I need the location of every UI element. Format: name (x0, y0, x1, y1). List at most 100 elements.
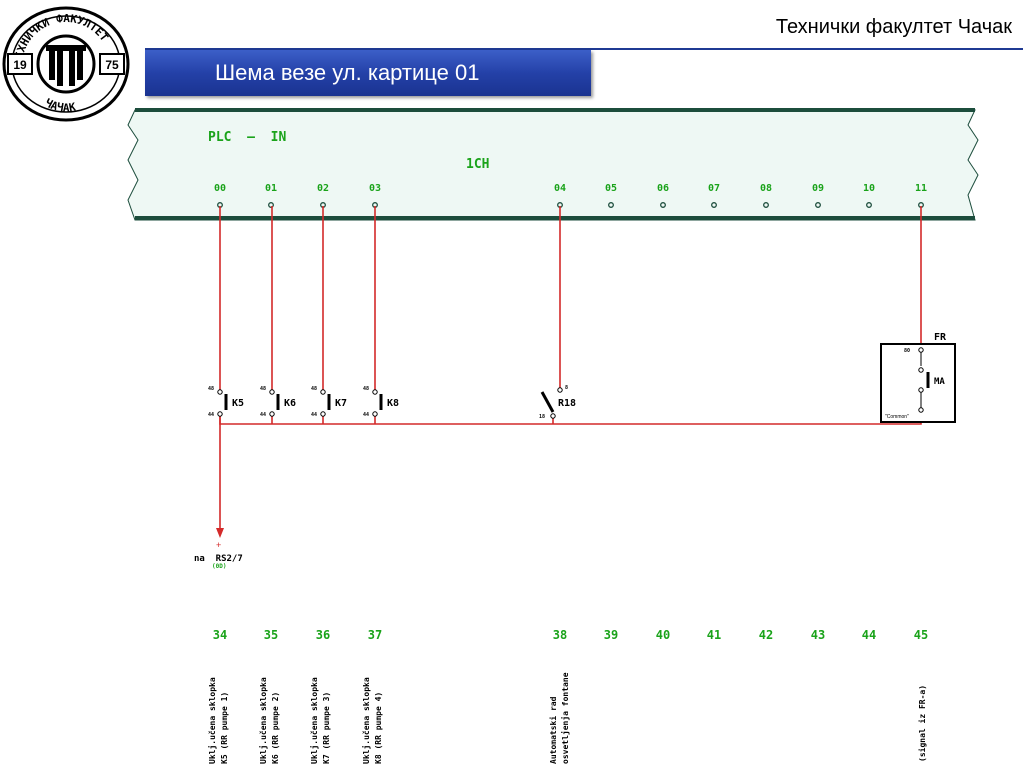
plc-channel: 1CH (466, 157, 489, 172)
plc-input-terminal (608, 202, 614, 208)
plc-input-terminal (268, 202, 274, 208)
logo-year-right: 75 (105, 58, 119, 72)
terminal-number: 40 (656, 628, 670, 642)
connector-text: na RS2/7 (194, 554, 243, 564)
logo-year-left: 19 (13, 58, 27, 72)
plc-input-label: 05 (605, 183, 617, 194)
plc-input-label: 11 (915, 183, 927, 194)
connector-sub: (0D) (212, 563, 226, 570)
switch-label: R18 (558, 398, 576, 409)
plc-input-label: 02 (317, 183, 329, 194)
title-banner: Шема везе ул. картице 01 (145, 50, 591, 96)
desc-37: Uklj.učena sklopka K8 (RR pumpe 4) (361, 677, 383, 764)
plc-input-terminal (815, 202, 821, 208)
faculty-logo: ТЕХНИЧКИ ФАКУЛТЕТ ЧАЧАК 19 75 (2, 6, 130, 122)
plc-input-label: 10 (863, 183, 875, 194)
plc-label: PLC – IN (208, 130, 286, 145)
slide-title: Шема везе ул. картице 01 (215, 60, 480, 85)
switch-pin-bottom: 18 (539, 414, 545, 420)
plc-input-terminal (866, 202, 872, 208)
svg-text:Uklj.učena sklopka: Uklj.učena sklopka (207, 677, 217, 764)
contact-k5: 48 44 K5 (208, 386, 244, 418)
contact-pin-top: 48 (208, 386, 214, 392)
contact-pin (320, 389, 326, 395)
contact-pin-bottom: 44 (363, 412, 369, 418)
svg-text:Automatski rad: Automatski rad (548, 696, 558, 764)
svg-text:Uklj.učena sklopka: Uklj.učena sklopka (258, 677, 268, 764)
desc-34: Uklj.učena sklopka K5 (RR pumpe 1) (207, 677, 229, 764)
contact-pin-bottom: 44 (311, 412, 317, 418)
terminal-number: 44 (862, 628, 876, 642)
contact-pin (217, 411, 223, 417)
plc-panel-bottom-edge (135, 216, 975, 220)
svg-text:Uklj.učena sklopka: Uklj.učena sklopka (309, 677, 319, 764)
plc-inputs: 00 01 02 03 04 05 06 07 08 09 10 11 (214, 183, 927, 208)
plc-input-label: 08 (760, 183, 772, 194)
connector-arrow (216, 528, 224, 538)
contact-label: K8 (387, 398, 399, 409)
contact-pin (372, 411, 378, 417)
terminal-number: 35 (264, 628, 278, 642)
terminal-number: 39 (604, 628, 618, 642)
contact-label: K6 (284, 398, 296, 409)
plc-panel (127, 109, 979, 221)
contact-pin (320, 411, 326, 417)
desc-36: Uklj.učena sklopka K7 (RR pumpe 3) (309, 677, 331, 764)
terminal-number: 36 (316, 628, 330, 642)
plc-input-label: 01 (265, 183, 277, 194)
plc-input-label: 06 (657, 183, 669, 194)
terminal-number: 43 (811, 628, 825, 642)
plc-input-label: 09 (812, 183, 824, 194)
descriptions: Uklj.učena sklopka K5 (RR pumpe 1) Uklj.… (207, 672, 927, 764)
fr-label: FR (934, 332, 947, 343)
contact-pin-bottom: 44 (260, 412, 266, 418)
plc-input-terminal (660, 202, 666, 208)
contact-k6: 48 44 K6 (260, 386, 296, 418)
plc-input-label: 04 (554, 183, 566, 194)
contact-label: K5 (232, 398, 244, 409)
plc-input-label: 03 (369, 183, 381, 194)
terminal-number: 42 (759, 628, 773, 642)
contact-k7: 48 44 K7 (311, 386, 347, 418)
terminal-number: 38 (553, 628, 567, 642)
contacts: 48 44 K5 48 44 K6 48 44 K7 48 44 K8 (208, 386, 399, 418)
plc-input-label: 07 (708, 183, 720, 194)
plc-input-label: 00 (214, 183, 226, 194)
contact-label: K7 (335, 398, 347, 409)
terminals: 34 35 36 37 38 39 40 41 42 43 44 45 (213, 628, 928, 642)
svg-text:K6 (RR pumpe 2): K6 (RR pumpe 2) (271, 692, 280, 764)
terminal-number: 45 (914, 628, 928, 642)
desc-38: Automatski rad osvetljenja fontane (548, 672, 570, 764)
contact-pin (217, 389, 223, 395)
contact-pin-top: 48 (311, 386, 317, 392)
svg-text:K7 (RR pumpe 3): K7 (RR pumpe 3) (322, 692, 331, 764)
fr-box: FR 80 MA "Common" (880, 332, 956, 423)
contact-pin (269, 389, 275, 395)
fr-pin-top: 80 (904, 348, 910, 354)
fr-common: "Common" (885, 414, 909, 420)
contact-k8: 48 44 K8 (363, 386, 399, 418)
connector-sign: + (216, 540, 221, 550)
plc-panel-top-edge (135, 108, 975, 112)
switch-r18: 8 18 R18 (539, 385, 576, 420)
plc-input-terminal (763, 202, 769, 208)
svg-text:K8 (RR pumpe 4): K8 (RR pumpe 4) (374, 692, 383, 764)
contact-pin-top: 48 (363, 386, 369, 392)
svg-text:osvetljenja fontane: osvetljenja fontane (560, 672, 570, 764)
contact-pin (372, 389, 378, 395)
svg-text:K5 (RR pumpe 1): K5 (RR pumpe 1) (220, 692, 229, 764)
desc-45: (signal iz FR-a) (917, 685, 927, 762)
terminal-number: 34 (213, 628, 227, 642)
contact-pin (269, 411, 275, 417)
terminal-number: 41 (707, 628, 721, 642)
title-rule (145, 48, 1023, 50)
fr-relay: MA (934, 377, 945, 387)
svg-text:Uklj.učena sklopka: Uklj.učena sklopka (361, 677, 371, 764)
organization-name: Технички факултет Чачак (775, 16, 1012, 38)
terminal-number: 37 (368, 628, 382, 642)
wires (219, 206, 922, 530)
contact-pin-bottom: 44 (208, 412, 214, 418)
contact-pin-top: 48 (260, 386, 266, 392)
plc-input-terminal (711, 202, 717, 208)
